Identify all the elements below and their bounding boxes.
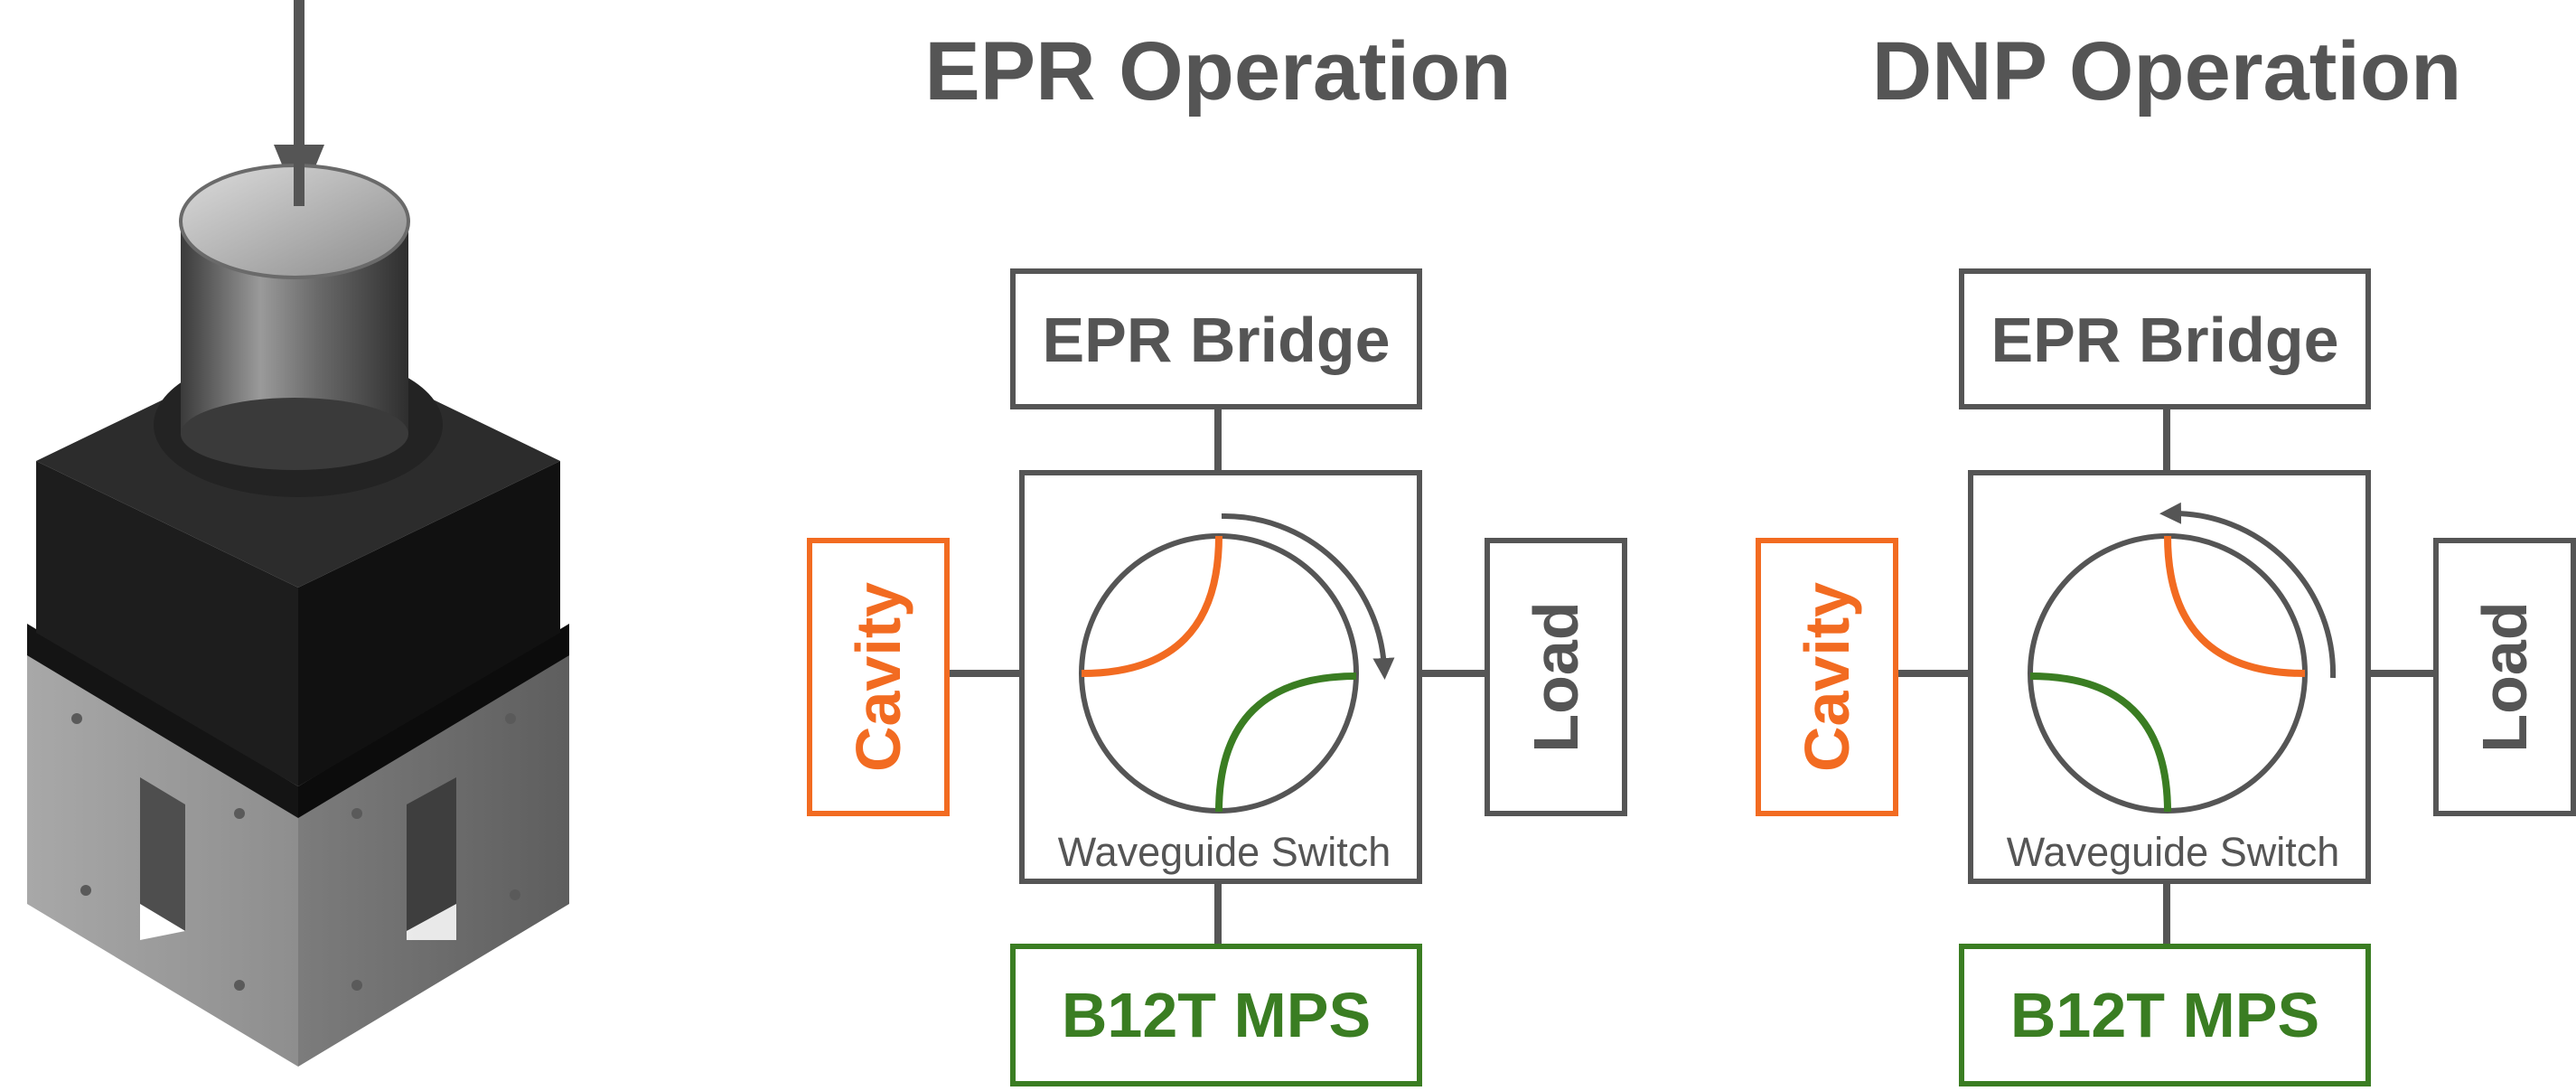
load-label: Load [1521,601,1591,752]
b12t-mps-box [1959,944,2371,1086]
rotor-path-orange [1081,535,1222,677]
cavity-box [807,538,950,816]
load-box [2433,538,2576,816]
epr-bridge-label: EPR Bridge [1991,305,2338,375]
epr-operation-panel: EPR Operation EPR Bridge Waveguide Switc… [807,25,1627,1086]
switch-label: Waveguide Switch [1058,829,1391,875]
rotor-path-green [1215,672,1357,813]
epr-bridge-box [1959,268,2371,409]
rotation-arrow-clockwise [1221,513,1395,680]
rotor-path-orange [2164,535,2306,677]
screw-holes [71,713,520,991]
waveguide-switch-hardware-illustration [27,0,569,1067]
waveguide-port-right [407,777,456,931]
connector-lines [947,407,1487,946]
load-box [1485,538,1627,816]
epr-bridge-box [1010,268,1422,409]
rotor-path-green [2029,672,2171,813]
waveguide-port-left [140,777,185,931]
rotation-arrow-counterclockwise [2159,502,2337,679]
switch-label: Waveguide Switch [2007,829,2340,875]
connector-lines [1896,407,2436,946]
cavity-box [1756,538,1898,816]
b12t-mps-label: B12T MPS [2010,980,2319,1050]
b12t-mps-box [1010,944,1422,1086]
panel-title: EPR Operation [924,25,1511,118]
housing-left-face [36,461,298,786]
dnp-operation-panel: DNP Operation EPR Bridge Waveguide Switc… [1756,25,2576,1086]
panel-title: DNP Operation [1872,25,2462,118]
cavity-label: Cavity [1792,582,1862,772]
cavity-label: Cavity [843,582,913,772]
epr-bridge-label: EPR Bridge [1042,305,1390,375]
housing-right-face [298,461,560,786]
b12t-mps-label: B12T MPS [1062,980,1371,1050]
load-label: Load [2469,601,2540,752]
